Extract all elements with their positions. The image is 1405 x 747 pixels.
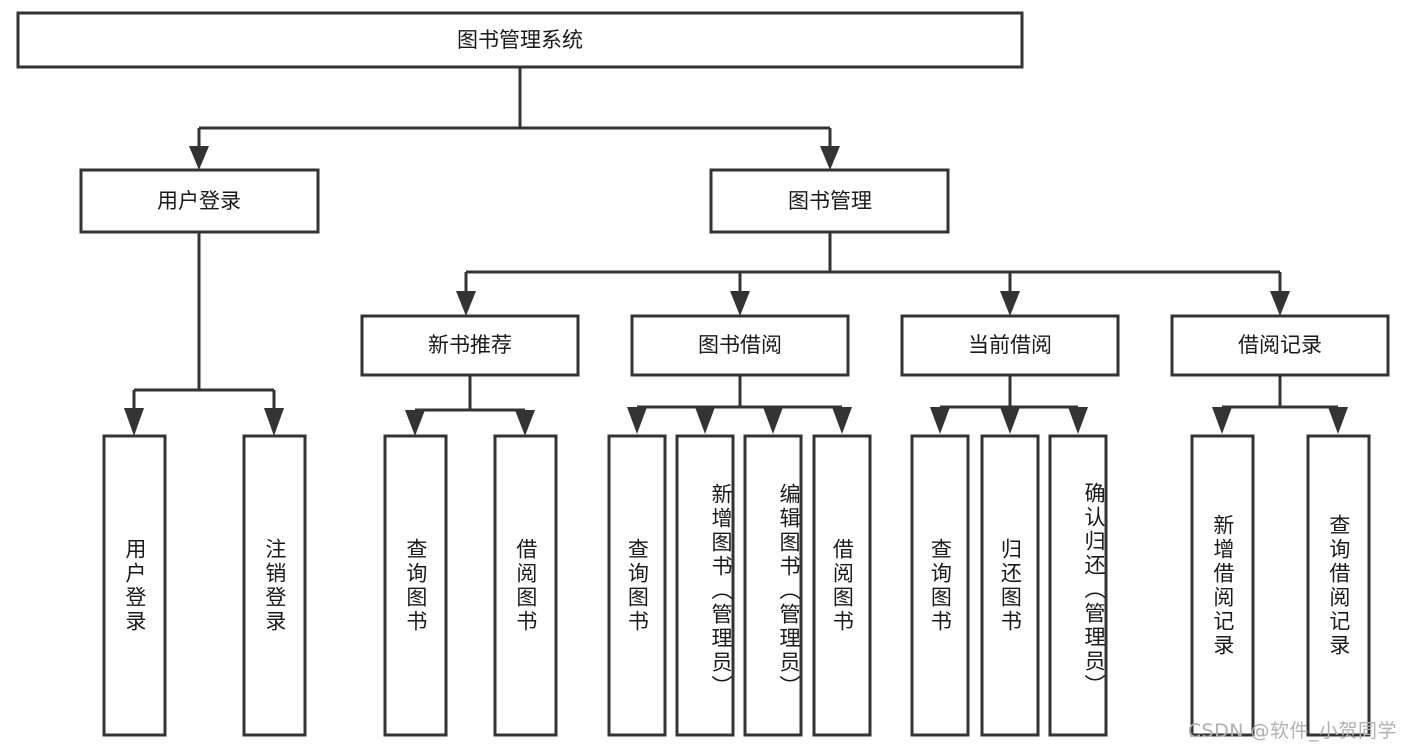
connector-group-newbook <box>405 375 535 436</box>
node-current-borrow[interactable]: 当前借阅 <box>900 314 1120 377</box>
connector-group-userlogin <box>124 232 284 436</box>
leaf-box-user-login-2[interactable] <box>242 434 307 737</box>
connector-group-bookborrow <box>627 375 852 434</box>
leaf-box-book-borrow-1[interactable] <box>607 434 667 737</box>
node-current-borrow-label: 当前借阅 <box>968 333 1052 357</box>
node-root[interactable]: 图书管理系统 <box>16 11 1024 69</box>
arrow-head-bookborrow-l4 <box>832 407 852 434</box>
arrow-head-newbook-l2 <box>515 410 535 436</box>
node-borrow-record-label: 借阅记录 <box>1238 333 1322 357</box>
csdn-watermark: CSDN @软件_小贺同学 <box>1187 720 1397 742</box>
leaf-boxes-user-login <box>102 434 307 737</box>
leaf-box-book-borrow-3[interactable] <box>743 434 803 737</box>
leaf-box-borrow-record-2[interactable] <box>1306 434 1371 737</box>
node-current-borrow-box[interactable] <box>900 314 1120 377</box>
node-new-book-recommend[interactable]: 新书推荐 <box>360 314 580 377</box>
node-user-login[interactable]: 用户登录 <box>79 168 320 234</box>
leaf-box-user-login-1[interactable] <box>102 434 167 737</box>
leaf-box-current-borrow-1[interactable] <box>910 434 970 737</box>
arrow-head-userlogin <box>189 146 209 170</box>
node-root-box[interactable] <box>16 11 1024 69</box>
arrow-head-currentborrow-l1 <box>930 407 950 434</box>
arrow-head-currentborrow-l3 <box>1068 407 1088 434</box>
arrow-head-bookborrow-l1 <box>627 407 647 434</box>
connector-group-bookmgmt <box>456 232 1290 316</box>
node-borrow-record-box[interactable] <box>1170 314 1390 377</box>
arrow-head-borrowrecord-l2 <box>1328 407 1348 434</box>
node-borrow-record[interactable]: 借阅记录 <box>1170 314 1390 377</box>
node-book-borrow-box[interactable] <box>630 314 850 377</box>
leaf-boxes-current-borrow <box>910 434 1108 737</box>
arrow-head-currentborrow <box>1000 291 1020 316</box>
arrow-head-currentborrow-l2 <box>1000 407 1020 434</box>
node-root-label: 图书管理系统 <box>457 28 583 52</box>
arrow-head-borrowrecord <box>1270 291 1290 316</box>
leaf-box-book-borrow-2[interactable] <box>675 434 735 737</box>
arrow-head-newbook <box>456 291 476 316</box>
node-user-login-label: 用户登录 <box>157 189 241 213</box>
leaf-box-new-book-1[interactable] <box>383 434 448 737</box>
leaf-box-current-borrow-2[interactable] <box>980 434 1040 737</box>
node-book-borrow[interactable]: 图书借阅 <box>630 314 850 377</box>
leaf-box-borrow-record-1[interactable] <box>1190 434 1255 737</box>
arrow-head-userlogin-leaf2 <box>264 408 284 436</box>
node-book-management[interactable]: 图书管理 <box>709 168 950 234</box>
leaf-boxes-borrow-record <box>1190 434 1371 737</box>
node-user-login-box[interactable] <box>79 168 320 234</box>
connector-group-currentborrow <box>930 375 1088 434</box>
node-new-book-recommend-box[interactable] <box>360 314 580 377</box>
arrow-head-borrowrecord-l1 <box>1212 407 1232 434</box>
connector-group-borrowrecord <box>1212 375 1348 434</box>
arrow-head-bookmgmt <box>820 146 840 170</box>
arrow-head-bookborrow <box>730 291 750 316</box>
node-new-book-recommend-label: 新书推荐 <box>428 333 512 357</box>
node-book-borrow-label: 图书借阅 <box>698 333 782 357</box>
arrow-head-bookborrow-l3 <box>763 407 783 434</box>
node-book-management-box[interactable] <box>709 168 950 234</box>
arrow-head-newbook-l1 <box>405 410 425 436</box>
leaf-box-current-borrow-3[interactable] <box>1048 434 1108 737</box>
arrow-head-bookborrow-l2 <box>695 407 715 434</box>
connector-group-root <box>189 67 840 170</box>
node-book-management-label: 图书管理 <box>788 189 872 213</box>
arrow-head-userlogin-leaf1 <box>124 408 144 436</box>
leaf-box-new-book-2[interactable] <box>493 434 558 737</box>
leaf-box-book-borrow-4[interactable] <box>812 434 872 737</box>
leaf-boxes-book-borrow <box>607 434 872 737</box>
leaf-boxes-new-book-recommend <box>383 434 558 737</box>
